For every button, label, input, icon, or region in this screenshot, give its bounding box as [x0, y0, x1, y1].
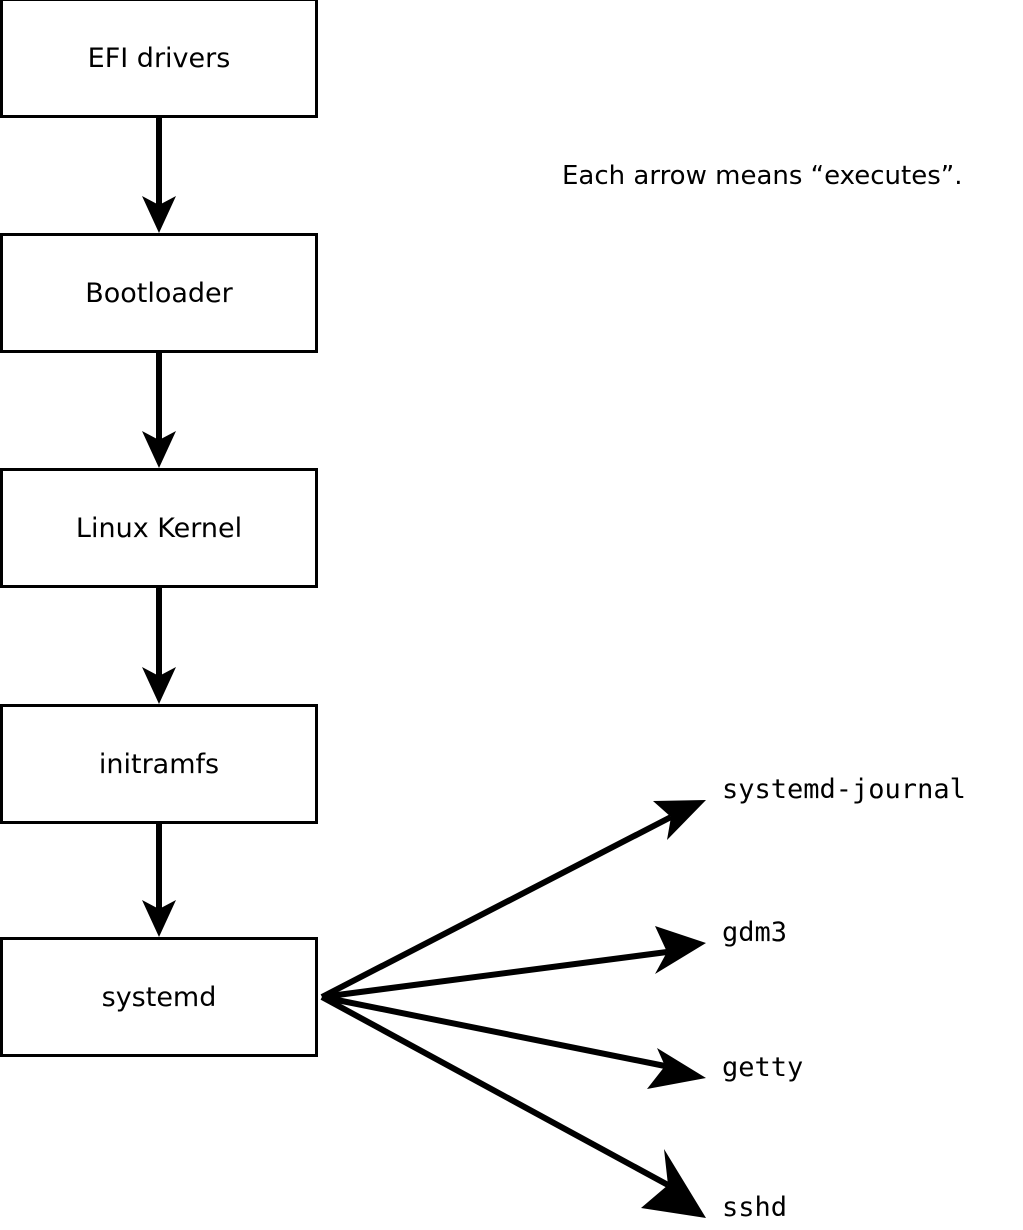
- process-box-label: Bootloader: [85, 277, 233, 309]
- service-label-gdm3[interactable]: gdm3: [722, 917, 788, 948]
- process-box-efi-drivers[interactable]: EFI drivers: [0, 0, 318, 118]
- arrow-systemd-to-gdm3: [321, 926, 706, 1000]
- arrow-efi-drivers-to-bootloader: [142, 118, 176, 233]
- service-label-getty[interactable]: getty: [722, 1052, 804, 1083]
- process-box-label: Linux Kernel: [75, 512, 243, 544]
- process-box-label: EFI drivers: [87, 42, 231, 74]
- service-label-systemd-journal[interactable]: systemd-journal: [722, 774, 966, 805]
- process-box-initramfs[interactable]: initramfs: [0, 704, 318, 824]
- arrow-linux-kernel-to-initramfs: [142, 588, 176, 704]
- arrow-systemd-to-sshd: [320, 994, 706, 1218]
- legend-caption: Each arrow means “executes”.: [562, 161, 963, 191]
- service-label-sshd[interactable]: sshd: [722, 1192, 788, 1223]
- arrow-initramfs-to-systemd: [142, 824, 176, 937]
- process-box-linux-kernel[interactable]: Linux Kernel: [0, 468, 318, 588]
- process-box-systemd[interactable]: systemd: [0, 937, 318, 1057]
- process-box-label: systemd: [101, 981, 217, 1013]
- arrow-systemd-to-systemd-journal: [320, 800, 706, 1000]
- process-box-label: initramfs: [98, 748, 220, 780]
- arrow-bootloader-to-linux-kernel: [142, 353, 176, 468]
- process-box-bootloader[interactable]: Bootloader: [0, 233, 318, 353]
- arrow-systemd-to-getty: [321, 994, 706, 1089]
